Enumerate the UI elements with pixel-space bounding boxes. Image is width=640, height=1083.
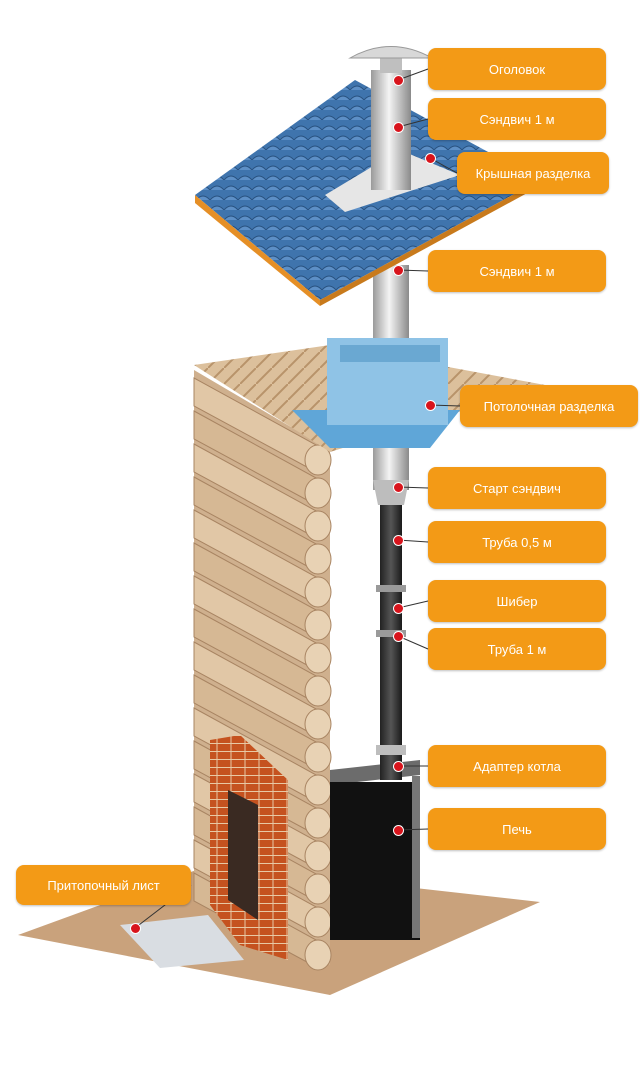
log-end [304,906,332,938]
marker-floor-sheet [130,923,141,934]
marker-damper [393,603,404,614]
label-pipe-half: Труба 0,5 м [428,521,606,563]
label-head: Оголовок [428,48,606,90]
log-end [304,840,332,872]
label-start-sandwich: Старт сэндвич [428,467,606,509]
marker-pipe-half [393,535,404,546]
label-stove: Печь [428,808,606,850]
log-end [304,576,332,608]
pipe-sandwich-top [371,70,411,190]
log-end [304,807,332,839]
log-end [304,708,332,740]
label-sandwich-top: Сэндвич 1 м [428,98,606,140]
marker-pipe-one [393,631,404,642]
marker-head [393,75,404,86]
log-end [304,675,332,707]
log-end [304,774,332,806]
stove-body [330,760,420,940]
label-pipe-one: Труба 1 м [428,628,606,670]
label-ceiling-pass: Потолочная разделка [460,385,638,427]
log-end [304,477,332,509]
log-end [304,609,332,641]
label-sandwich-mid: Сэндвич 1 м [428,250,606,292]
marker-roof-pass [425,153,436,164]
label-roof-pass: Крышная разделка [457,152,609,194]
marker-boiler-adapter [393,761,404,772]
label-boiler-adapter: Адаптер котла [428,745,606,787]
marker-stove [393,825,404,836]
damper-ring [376,585,406,592]
log-end [304,543,332,575]
marker-ceiling-pass [425,400,436,411]
marker-sandwich-mid [393,265,404,276]
log-end [304,510,332,542]
log-end [304,444,332,476]
floor-sheet-plate [120,915,244,968]
pipe-ring [376,630,406,637]
label-floor-sheet: Притопочный лист [16,865,191,905]
log-end [304,642,332,674]
chimney-cap [348,46,434,73]
marker-sandwich-top [393,122,404,133]
log-end [304,939,332,971]
ceiling-pass-box [292,338,460,448]
log-end [304,741,332,773]
label-damper: Шибер [428,580,606,622]
marker-start-sandwich [393,482,404,493]
adapter-ring [376,745,406,755]
log-end [304,873,332,905]
brick-fireplace [210,735,288,960]
